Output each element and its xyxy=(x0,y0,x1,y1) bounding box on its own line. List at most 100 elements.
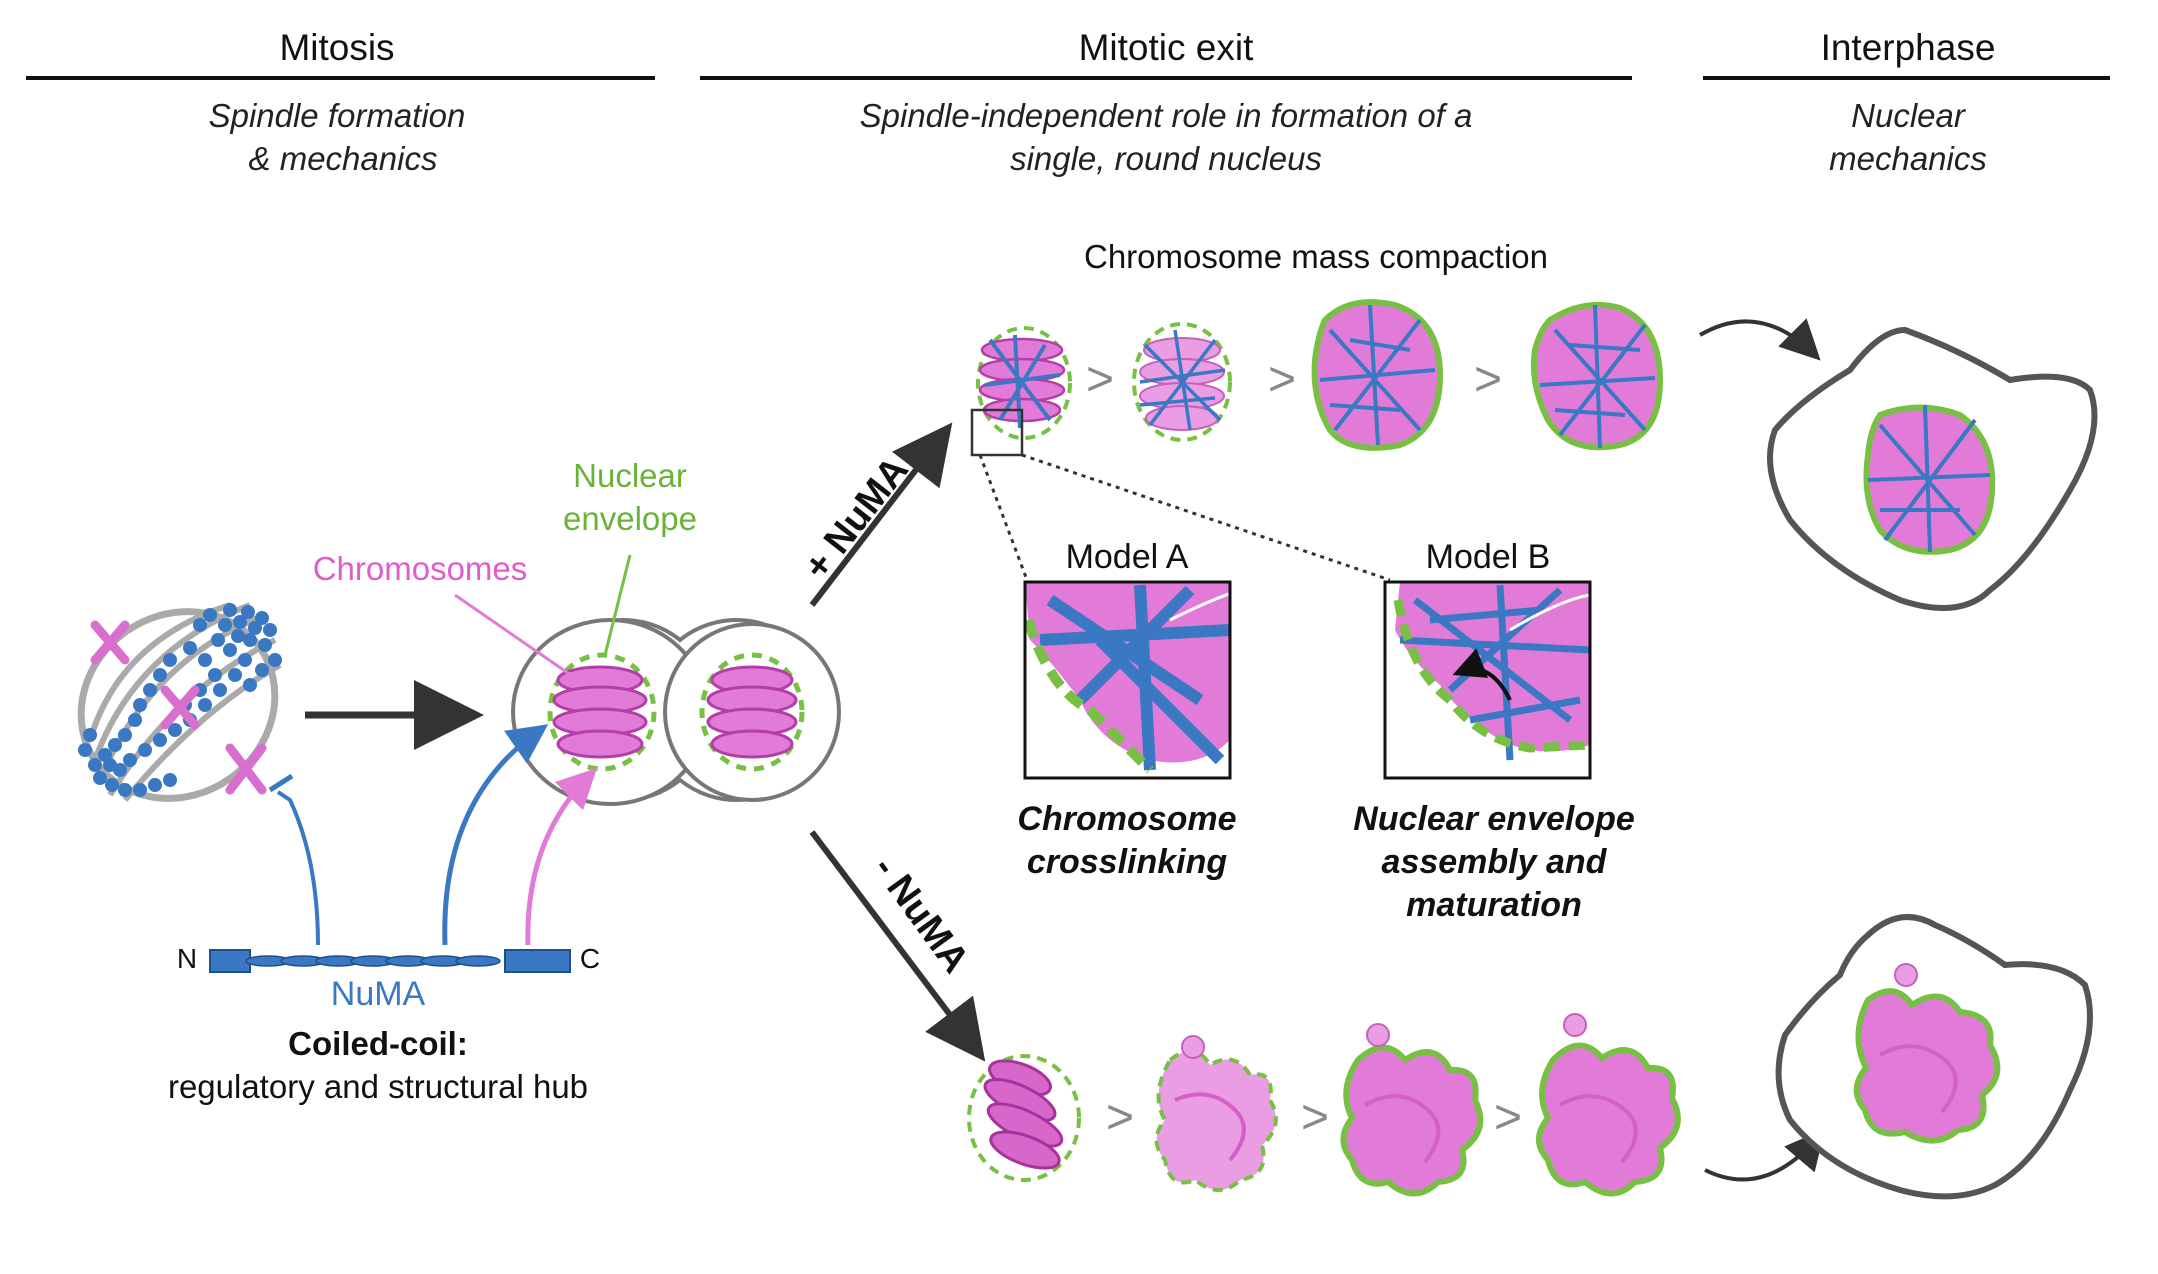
spindle-dot xyxy=(118,783,132,797)
daughter-chromosomes-left xyxy=(547,652,657,772)
numa-label: NuMA xyxy=(331,975,426,1013)
model-b-caption-2: assembly and xyxy=(1382,843,1608,881)
compaction-arrow-2: > xyxy=(1268,353,1296,406)
header-interphase-sub2: mechanics xyxy=(1829,140,1987,177)
spindle-dot xyxy=(143,683,157,697)
interphase-cell-minus-numa xyxy=(1775,914,2093,1200)
spindle-dot xyxy=(211,633,225,647)
spindle-dot xyxy=(105,778,119,792)
spindle-dot xyxy=(133,783,147,797)
pointer-chromosomes xyxy=(454,593,579,682)
header-mitosis-title: Mitosis xyxy=(279,27,394,68)
spindle-dot xyxy=(255,663,269,677)
spindle-dot xyxy=(203,608,217,622)
spindle-dot xyxy=(103,758,117,772)
spindle-dot xyxy=(78,743,92,757)
spindle-dot xyxy=(138,743,152,757)
spindle-dot xyxy=(153,668,167,682)
model-b-title: Model B xyxy=(1426,538,1551,576)
plus-numa-label: + NuMA xyxy=(796,449,917,587)
no-numa-stage-1 xyxy=(967,1054,1081,1182)
c-terminus-label: C xyxy=(580,943,600,974)
spindle-dot xyxy=(213,683,227,697)
spindle-dot xyxy=(83,728,97,742)
model-b: Model B Nuclear envelope assembly and ma… xyxy=(1353,538,1635,924)
numa-n-domain xyxy=(209,949,251,973)
spindle-dot xyxy=(223,643,237,657)
coiled-coil-label: Coiled-coil: xyxy=(288,1025,468,1062)
compaction-arrow-1: > xyxy=(1086,353,1114,406)
model-a-caption-1: Chromosome xyxy=(1017,800,1236,838)
model-b-curved-arrow xyxy=(1452,648,1512,701)
spindle-dot xyxy=(153,733,167,747)
numa-coiled-coil xyxy=(245,955,501,967)
header-mitosis-sub1: Spindle formation xyxy=(209,97,466,134)
no-numa-arrow-2: > xyxy=(1301,1091,1329,1144)
numa-c-to-chromosomes-arrow xyxy=(525,767,598,946)
no-numa-arrow-3: > xyxy=(1494,1091,1522,1144)
no-numa-stage-3 xyxy=(1340,1023,1484,1197)
numa-c-domain xyxy=(504,949,571,973)
spindle-dot xyxy=(198,653,212,667)
spindle-dot xyxy=(231,629,245,643)
no-numa-arrow-1: > xyxy=(1106,1091,1134,1144)
to-interphase-arrow-bottom xyxy=(1704,1128,1826,1182)
spindle-dot xyxy=(168,723,182,737)
compaction-stage-4 xyxy=(1530,301,1664,451)
spindle-dot xyxy=(233,615,247,629)
header-exit-sub1: Spindle-independent role in formation of… xyxy=(860,97,1473,134)
spindle-dot xyxy=(241,605,255,619)
minus-numa-arrow xyxy=(809,830,986,1062)
compaction-stage-1 xyxy=(970,326,1072,457)
interphase-cell-plus-numa xyxy=(1767,326,2098,611)
header-interphase-sub1: Nuclear xyxy=(1851,97,1967,134)
compaction-arrow-3: > xyxy=(1474,353,1502,406)
to-interphase-arrow-top xyxy=(1698,318,1821,361)
spindle-dot xyxy=(263,623,277,637)
spindle-dot xyxy=(108,738,122,752)
spindle-dot xyxy=(243,633,257,647)
label-nuclear-envelope-2: envelope xyxy=(563,500,697,537)
minus-numa-label: - NuMA xyxy=(865,849,977,981)
compaction-stage-3 xyxy=(1311,299,1444,451)
spindle-dot xyxy=(133,698,147,712)
model-a-caption-2: crosslinking xyxy=(1027,843,1228,881)
spindle-dot xyxy=(183,641,197,655)
spindle-dot xyxy=(193,618,207,632)
column-header-interphase: Interphase Nuclear mechanics xyxy=(1703,27,2110,177)
spindle-dot xyxy=(88,758,102,772)
compaction-stage-2 xyxy=(1132,322,1232,442)
spindle-dot xyxy=(163,773,177,787)
no-numa-stage-4 xyxy=(1536,1013,1681,1197)
no-numa-stage-2 xyxy=(1154,1035,1278,1192)
header-interphase-title: Interphase xyxy=(1821,27,1996,68)
numa-protein: N C NuMA Coiled-coil: regulatory and str… xyxy=(168,943,600,1105)
numa-to-cell-arrow xyxy=(442,724,549,946)
spindle-dot xyxy=(248,621,262,635)
header-exit-sub2: single, round nucleus xyxy=(1010,140,1322,177)
numa-to-spindle-inhibit xyxy=(276,790,320,946)
n-terminus-label: N xyxy=(177,943,197,974)
spindle-dot xyxy=(198,698,212,712)
spindle-dot xyxy=(258,638,272,652)
spindle-dot xyxy=(268,653,282,667)
model-b-caption-3: maturation xyxy=(1406,886,1582,924)
label-chromosomes: Chromosomes xyxy=(313,550,528,587)
column-header-mitosis: Mitosis Spindle formation & mechanics xyxy=(26,27,655,177)
spindle-dot xyxy=(223,603,237,617)
model-a-title: Model A xyxy=(1066,538,1189,576)
spindle-dot xyxy=(148,778,162,792)
daughter-chromosomes-right xyxy=(699,652,805,772)
plus-numa-arrow xyxy=(809,422,953,607)
mitotic-spindle xyxy=(77,602,282,802)
pointer-nuclear-envelope xyxy=(603,554,632,656)
hub-label: regulatory and structural hub xyxy=(168,1068,588,1105)
spindle-dot xyxy=(128,713,142,727)
spindle-dot xyxy=(228,668,242,682)
spindle-dot xyxy=(255,611,269,625)
zoom-line-a xyxy=(978,454,1029,581)
column-header-mitotic-exit: Mitotic exit Spindle-independent role in… xyxy=(700,27,1632,177)
spindle-dot xyxy=(123,753,137,767)
dividing-cell xyxy=(511,618,841,806)
